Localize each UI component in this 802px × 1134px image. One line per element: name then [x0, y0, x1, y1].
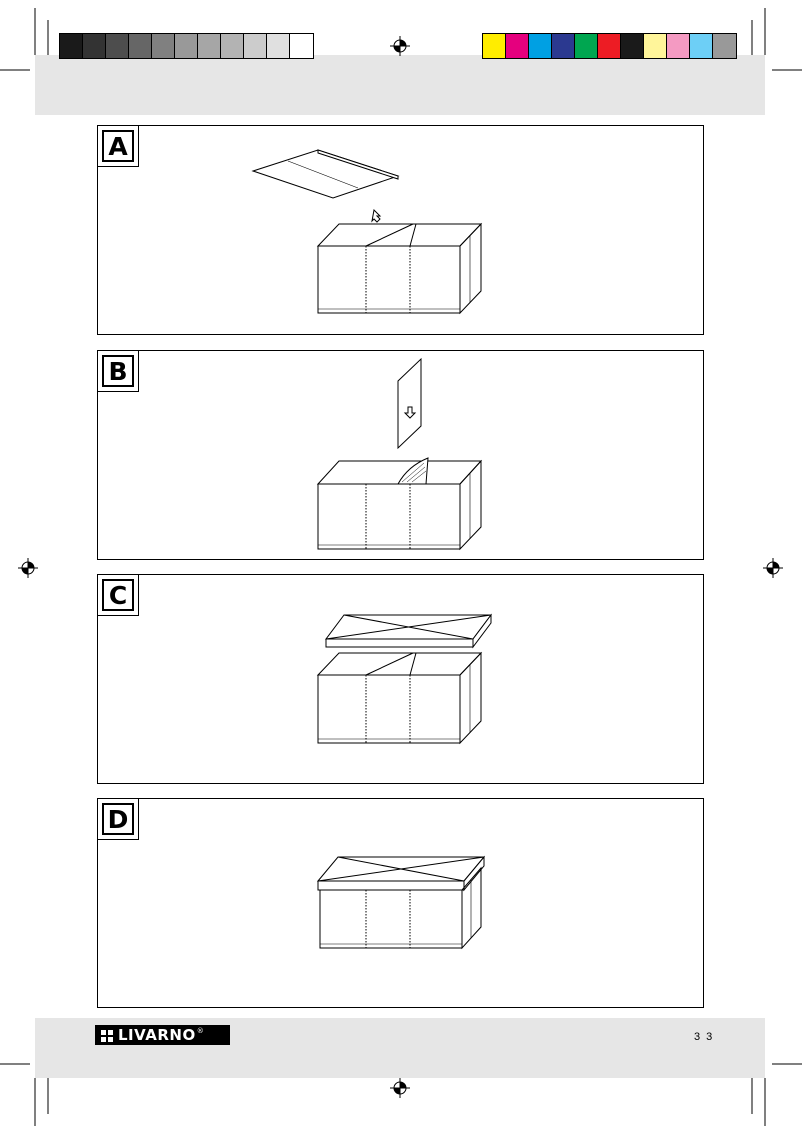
grayscale-color-bar — [59, 33, 314, 59]
gray-swatch — [106, 34, 129, 58]
gray-swatch — [198, 34, 221, 58]
step-d-illustration — [316, 855, 486, 950]
step-panel-d: D — [97, 798, 704, 1008]
gray-swatch — [221, 34, 244, 58]
color-swatch — [552, 34, 575, 58]
gray-swatch — [267, 34, 290, 58]
color-swatch — [575, 34, 598, 58]
brand-name: LIVARNO — [118, 1026, 196, 1044]
step-label: A — [102, 130, 134, 162]
step-tab: C — [97, 574, 139, 616]
color-swatch — [713, 34, 736, 58]
step-panel-c: C — [97, 574, 704, 784]
gray-swatch — [290, 34, 313, 58]
color-swatch — [529, 34, 552, 58]
crosshair-target-icon — [390, 1078, 410, 1098]
gray-swatch — [129, 34, 152, 58]
step-c-illustration — [316, 613, 492, 745]
step-tab: B — [97, 350, 139, 392]
crosshair-target-icon — [763, 558, 783, 578]
color-swatch — [621, 34, 644, 58]
step-label: C — [102, 579, 134, 611]
step-label: D — [102, 803, 134, 835]
header-band — [35, 55, 765, 115]
gray-swatch — [175, 34, 198, 58]
livarno-logo: LIVARNO ® — [95, 1025, 230, 1045]
crosshair-target-icon — [18, 558, 38, 578]
page-number: 33 — [694, 1031, 719, 1043]
step-b-illustration — [316, 357, 483, 551]
gray-swatch — [244, 34, 267, 58]
registered-mark: ® — [196, 1027, 204, 1035]
color-swatch — [598, 34, 621, 58]
step-panel-a: A — [97, 125, 704, 335]
step-tab: A — [97, 125, 139, 167]
step-label: B — [102, 355, 134, 387]
gray-swatch — [152, 34, 175, 58]
color-swatch — [506, 34, 529, 58]
step-a-illustration — [251, 149, 483, 315]
brand-mark-icon — [100, 1028, 114, 1043]
gray-swatch — [83, 34, 106, 58]
color-swatch — [690, 34, 713, 58]
color-swatch — [667, 34, 690, 58]
step-tab: D — [97, 798, 139, 840]
color-swatch — [644, 34, 667, 58]
gray-swatch — [60, 34, 83, 58]
color-swatch — [483, 34, 506, 58]
step-panel-b: B — [97, 350, 704, 560]
process-color-bar — [482, 33, 737, 59]
crosshair-target-icon — [390, 36, 410, 56]
